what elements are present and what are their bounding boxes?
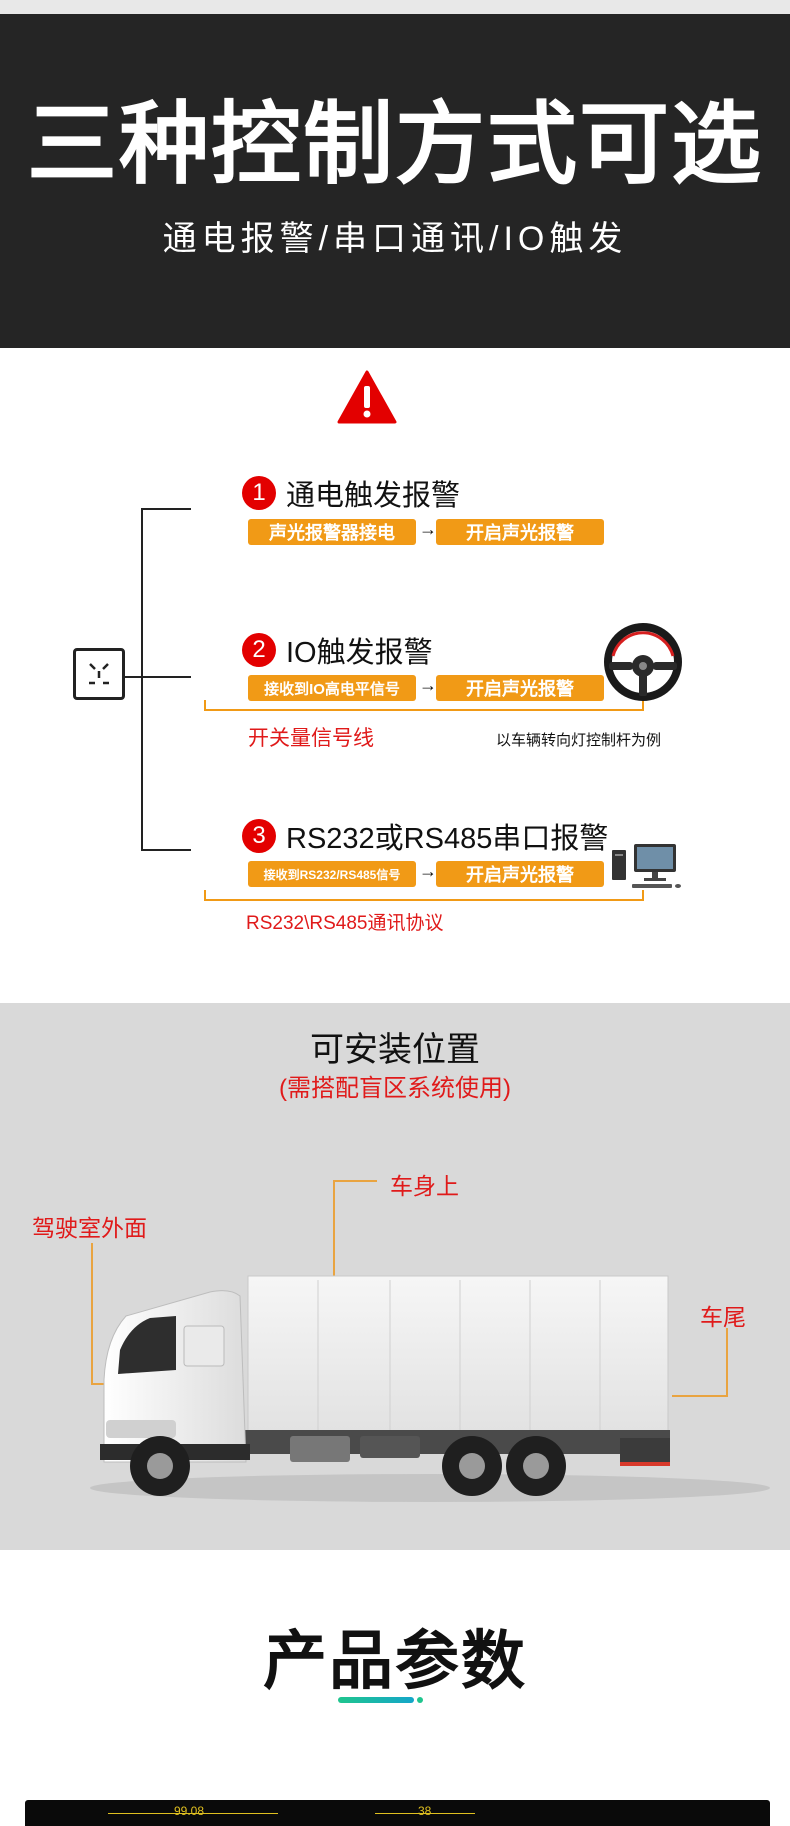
signal-line (204, 709, 644, 711)
label-body: 车身上 (390, 1173, 459, 1199)
signal-line-cap (204, 700, 206, 711)
signal-line-cap (642, 700, 644, 711)
steering-wheel-icon (604, 623, 682, 701)
socket-link (125, 676, 141, 678)
dimension-label-2: 38 (418, 1804, 432, 1818)
arrow-icon: → (419, 519, 437, 539)
hero-subtitle: 通电报警/串口通讯/IO触发 (162, 220, 628, 258)
truck-image (90, 1275, 770, 1502)
method-2-step1: 接收到IO高电平信号 (248, 675, 416, 701)
number-badge: 1 (242, 476, 276, 510)
title-underline-dot (417, 1697, 423, 1703)
method-2-label: IO触发报警 (286, 637, 433, 669)
bracket-branch-3 (141, 849, 191, 851)
top-strip (0, 0, 790, 15)
leader-cab (91, 1243, 93, 1383)
serial-line-cap (642, 890, 644, 901)
bracket-branch-1 (141, 508, 191, 510)
method-3-step2: 开启声光报警 (436, 861, 604, 887)
serial-line-cap (204, 890, 206, 901)
method-3-title: 3 RS232或RS485串口报警 (242, 815, 608, 857)
number-badge: 2 (242, 633, 276, 667)
arrow-icon: → (419, 861, 437, 881)
method-2-note: 以车辆转向灯控制杆为例 (496, 732, 662, 749)
warning-icon (337, 370, 397, 424)
arrow-icon: → (419, 675, 437, 695)
dimension-label-1: 99.08 (174, 1804, 205, 1818)
label-tail: 车尾 (700, 1304, 746, 1330)
method-2-line-label: 开关量信号线 (248, 727, 374, 750)
hero-title: 三种控制方式可选 (27, 95, 763, 195)
method-3-label: RS232或RS485串口报警 (286, 823, 609, 855)
bracket-line (141, 508, 143, 851)
method-1-label: 通电触发报警 (286, 480, 461, 512)
install-subtitle: (需搭配盲区系统使用) (279, 1075, 511, 1102)
method-3-step1: 接收到RS232/RS485信号 (248, 861, 416, 887)
method-1-step2: 开启声光报警 (436, 519, 604, 545)
leader-tail-h (672, 1395, 728, 1397)
dimension-line (108, 1813, 278, 1814)
leader-body-h (333, 1180, 377, 1182)
dimension-line (375, 1813, 475, 1814)
label-cab: 驾驶室外面 (32, 1215, 147, 1241)
method-2-step2: 开启声光报警 (436, 675, 604, 701)
method-1-step1: 声光报警器接电 (248, 519, 416, 545)
title-underline (338, 1697, 414, 1703)
install-title: 可安装位置 (310, 1031, 480, 1069)
serial-line (204, 899, 644, 901)
method-2-title: 2 IO触发报警 (242, 629, 433, 671)
number-badge: 3 (242, 819, 276, 853)
bracket-branch-2 (141, 676, 191, 678)
hero-banner (0, 14, 790, 348)
method-1-title: 1 通电触发报警 (242, 472, 460, 514)
leader-tail (726, 1328, 728, 1396)
power-socket-icon (73, 648, 125, 700)
params-title: 产品参数 (263, 1625, 527, 1697)
method-3-line-label: RS232\RS485通讯协议 (246, 913, 444, 934)
computer-icon (612, 844, 681, 888)
